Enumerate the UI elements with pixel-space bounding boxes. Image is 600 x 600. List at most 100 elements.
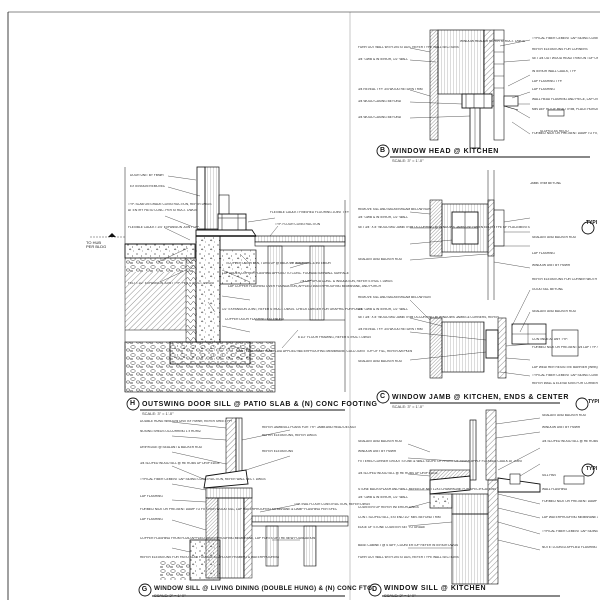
detail-d-drawing [407,409,585,585]
detail-h-note: 6 1/2" FLOOR FRAMING, REFER STRUCT. DWGS [298,336,372,339]
side-tag-upper: TYPI [586,220,598,226]
detail-c-note: 3/4" GWB & INTERIOR, 1/2" WALL [358,216,408,219]
detail-d-note: SILL PAN [542,474,556,477]
detail-b-note: FURR OUT WALL WITH 2x4 STUDS, REFER TYPE… [358,46,459,49]
detail-c-scale: SCALE: 3" = 1'-0" [392,404,424,409]
detail-c-note: SEALANT AND BACKER ROD [532,236,576,239]
side-tag-lower: TYPI [586,466,598,472]
detail-d-note: WINDOW UNIT BY FMWR [358,450,397,453]
detail-h-note: DOOR UNIT BY FMWR [130,174,164,177]
detail-d-note: SEALANT AND BACKER ROD [542,414,586,417]
detail-g-title: WINDOW SILL @ LIVING DINING (DOUBLE HUNG… [154,585,375,592]
detail-d-note: STONE BACKSPLASH AND WALL REFER OF NET 1… [358,488,497,491]
detail-h-drawing [90,166,346,393]
detail-d-note: CONT. SLOPED SILL, EXTEND 1/2" MIN. BEYO… [358,516,441,519]
detail-h-note: LAP COPPER FLASHING OVER FOUNDATION, APP… [228,285,381,288]
detail-g-note: REFER ELEVATIONS [262,450,294,453]
detail-d-note: BASE CABINET @ STAFF, COUNTERTOP REFER I… [358,544,459,547]
detail-h-scale: SCALE: 3" = 1'-0" [142,411,174,416]
detail-g-note: TYPICAL FIBER CEMENT LAP SIDING CONSTRUC… [140,478,266,481]
detail-b-note: 3/4 WOOD CASING BEYOND [358,116,402,119]
detail-b-note: LAP FLASHING TYP. [532,80,563,83]
detail-h-note: TYP. FLOOR CONSTRUCTION [275,223,321,226]
detail-h-note: 1/2" EXPANSION JOINT, REFER STRUCT. DWGS… [222,308,363,311]
detail-b-note: SLOPED AS REQ'D [540,130,569,133]
detail-b-note: FORMED NICK OR PRE-BENT DAMP TO FIT, LAP… [532,132,598,135]
detail-b-note: REFER ELEVATIONS FOR CORNERS [532,48,588,51]
grade-elevation-tag: TO HUB PER BLDG [86,240,107,249]
detail-h-note: AT ENTRY PATIO CONC. PER STRUCT. DWGS [128,209,198,212]
detail-d-note: FORMED NICK OR PRE-BENT DAMP TO FIT OVER… [542,500,598,503]
detail-b-scale: SCALE: 3" = 1'-0" [392,158,424,163]
detail-d-title: WINDOW SILL @ KITCHEN [384,585,487,592]
detail-b-note: WALL HEAD FLASHING AND PIECE, LAP OVER F… [532,98,598,101]
detail-c-note: JAMB TRIM BEYOND [530,182,562,185]
detail-d-note: EDGE OF STONE COUNTER SET TO GRADE [358,526,426,529]
detail-g-note: REFER ELEVATIONS, REFER DWGS [262,434,317,437]
detail-h-note: EXTENSION REMOVED [130,185,166,188]
detail-g-note: DRIP/EDGE @ SEALANT & BACKER ROD [140,446,202,449]
detail-b-title: WINDOW HEAD @ KITCHEN [392,148,499,155]
detail-d-note: 3/4 SLOPED WOOD SILL @ HE ROBS UP DRIP E… [542,440,598,443]
sheet-border [7,11,600,600]
detail-b-note: LAP FLASHING [532,88,555,91]
detail-h-note: SAWT FLASHING FROM FLUID APPLIED WATERPR… [236,350,413,353]
detail-c-note: 3/4 REVEAL TYP. 3/4 WOOD RETURN TRIM [358,328,423,331]
detail-c-note: CONTINUE AT ANY TYP. [532,338,568,341]
detail-g-drawing [160,417,349,581]
detail-h-note: COPPER DOOR FLASHING EXTENDED [225,318,284,321]
title-bars [126,144,595,597]
detail-h-note: FLEXIBLE CAULK • FINISHED FLOORING JOINT… [270,211,350,214]
detail-c-note: TYPICAL FIBER CEMENT LAP SIDING CONSTRUC… [532,374,598,377]
detail-c-note: LAP WEATHER RESISTIVE BARRIER (WRB) TYP. [532,366,598,369]
detail-c-note: REFER ELEVATIONS FOR CORNER WIDTH [532,278,597,281]
detail-g-note: COPPER FLASHING FROM FLUID APPLIED WATER… [140,537,316,540]
detail-g-note: DOUBLE HUNG WINDOW UNIT BY FMWR, REFER S… [140,420,233,423]
detail-d-note: COUNTERTOP REFER INTERIOR DWGS [358,506,419,509]
detail-c-note: LAP FLASHING [532,252,555,255]
detail-g-note: FORMED NICK OR PRE-BENT DAMP TO FIT OVER… [140,508,338,511]
detail-d-note: SEALANT AND BACKER ROD [358,440,402,443]
detail-c-note: SEALANT AND BACKER ROD [532,310,576,313]
detail-d-note: 3/4 SLOPED WOOD SILL @ HE ROBS UP DRIP E… [358,472,438,475]
detail-b-note: INTERIOR WALL CAULK, TYP. [532,70,577,73]
detail-g-note: LAP FLASHING [140,495,163,498]
detail-g-note: 3/4 SLOPED WOOD SILL @ HE ROBS UP DRIP E… [140,462,220,465]
detail-c-note: FORMED NICK OR PRE-BENT 3/4 LAP TYP. COR… [532,346,598,349]
detail-b-note: TYPICAL FIBER CEMENT LAP SIDING CONSTRUC… [532,37,598,40]
detail-g-note: NOSING SHEDS OCCURRING 1 x HORIZ [140,430,201,433]
detail-d-note: TYPICAL FIBER CEMENT LAP SIDING CONSTRUC… [542,530,598,533]
detail-d-note: FURR OUT WALL WITH 2x4 STUDS, REFER TYPE… [358,556,459,559]
detail-h-note: FLEXIBLE CAULK • 1/4" EXPANSION JOINT TY… [128,226,200,229]
detail-g-note: TYP. INAL FLOOR CONSTRUCTION, REFER DWGS [294,503,371,506]
detail-d-note: NOTE: LOOKED APPLIED FLASHING PLATE SUPP… [542,546,598,549]
detail-g-note: REFER ELEVATIONS FOR PATIO SLAB FOUNDATI… [140,556,280,559]
detail-c-note: SET 3/4" X 8" WOOD MID JAMB TRIM OCCURRI… [358,316,499,319]
detail-d-note: FITTERED CORNER GROUT STONE & WALL SLOPE… [358,460,523,463]
detail-c-drawing [409,170,579,379]
detail-h-note: 7/4 LAP SPOA CONC. & INSULATION, REFER S… [300,280,393,283]
detail-g-bubble: G [141,586,148,593]
detail-c-note: SET 3/4" X 8" WOOD MID JAMB TRIM OCCURRI… [358,226,530,229]
detail-c-note: SEALANT AND BACKER ROD [358,258,402,261]
detail-g-scale: SCALE: 3" = 1'-0" [154,593,186,598]
detail-c-note: GOOD SILL BEYOND [532,288,564,291]
detail-d-note: 3/4" GWB & INTERIOR, 1/2" WALL [358,496,408,499]
detail-h-note: TYP. SLAB ON GRADE CONSTRUCTION, REFER D… [128,203,212,206]
detail-h-note: LAP UNDER COPPER FLASHING APPLIED TO CON… [222,272,349,275]
detail-d-note: WALL FLASHING [542,488,568,491]
detail-g-note: LAP FLASHING [140,518,163,521]
detail-b-note: MIN DEF RD OF HEAD TRIM, PLACE HORIZONTA… [532,108,598,111]
detail-h-note: FELT • 1/2" EXPANSION JOINT TYP. PER STR… [128,282,214,285]
detail-c-note: REMOVE SILL AND BACKER/BLAM BELOW NON [358,208,431,211]
detail-c-note: WINDOW UNIT BY FMWR [532,264,571,267]
detail-c-bubble: C [379,393,386,400]
detail-b-note: 3/4" GWB & INTERIOR, 1/2" WALL [358,58,408,61]
detail-b-note: SET 3/4 OUT WOOD HEAD TRIM ON TOP OF WOO… [532,57,598,60]
detail-b-note: WINDOW HEADER REFER STRUCT. DWGS [460,40,525,43]
detail-c-note: REFER WALL & ELEVATIONS FOR CORNERS [532,382,598,385]
detail-d-scale: SCALE: 3" = 1'-0" [384,593,416,598]
detail-d-bubble: D [371,586,378,593]
detail-g-note: REFER JAMB/SILL PLANS FOR TYP. JAMB AND … [262,426,357,429]
